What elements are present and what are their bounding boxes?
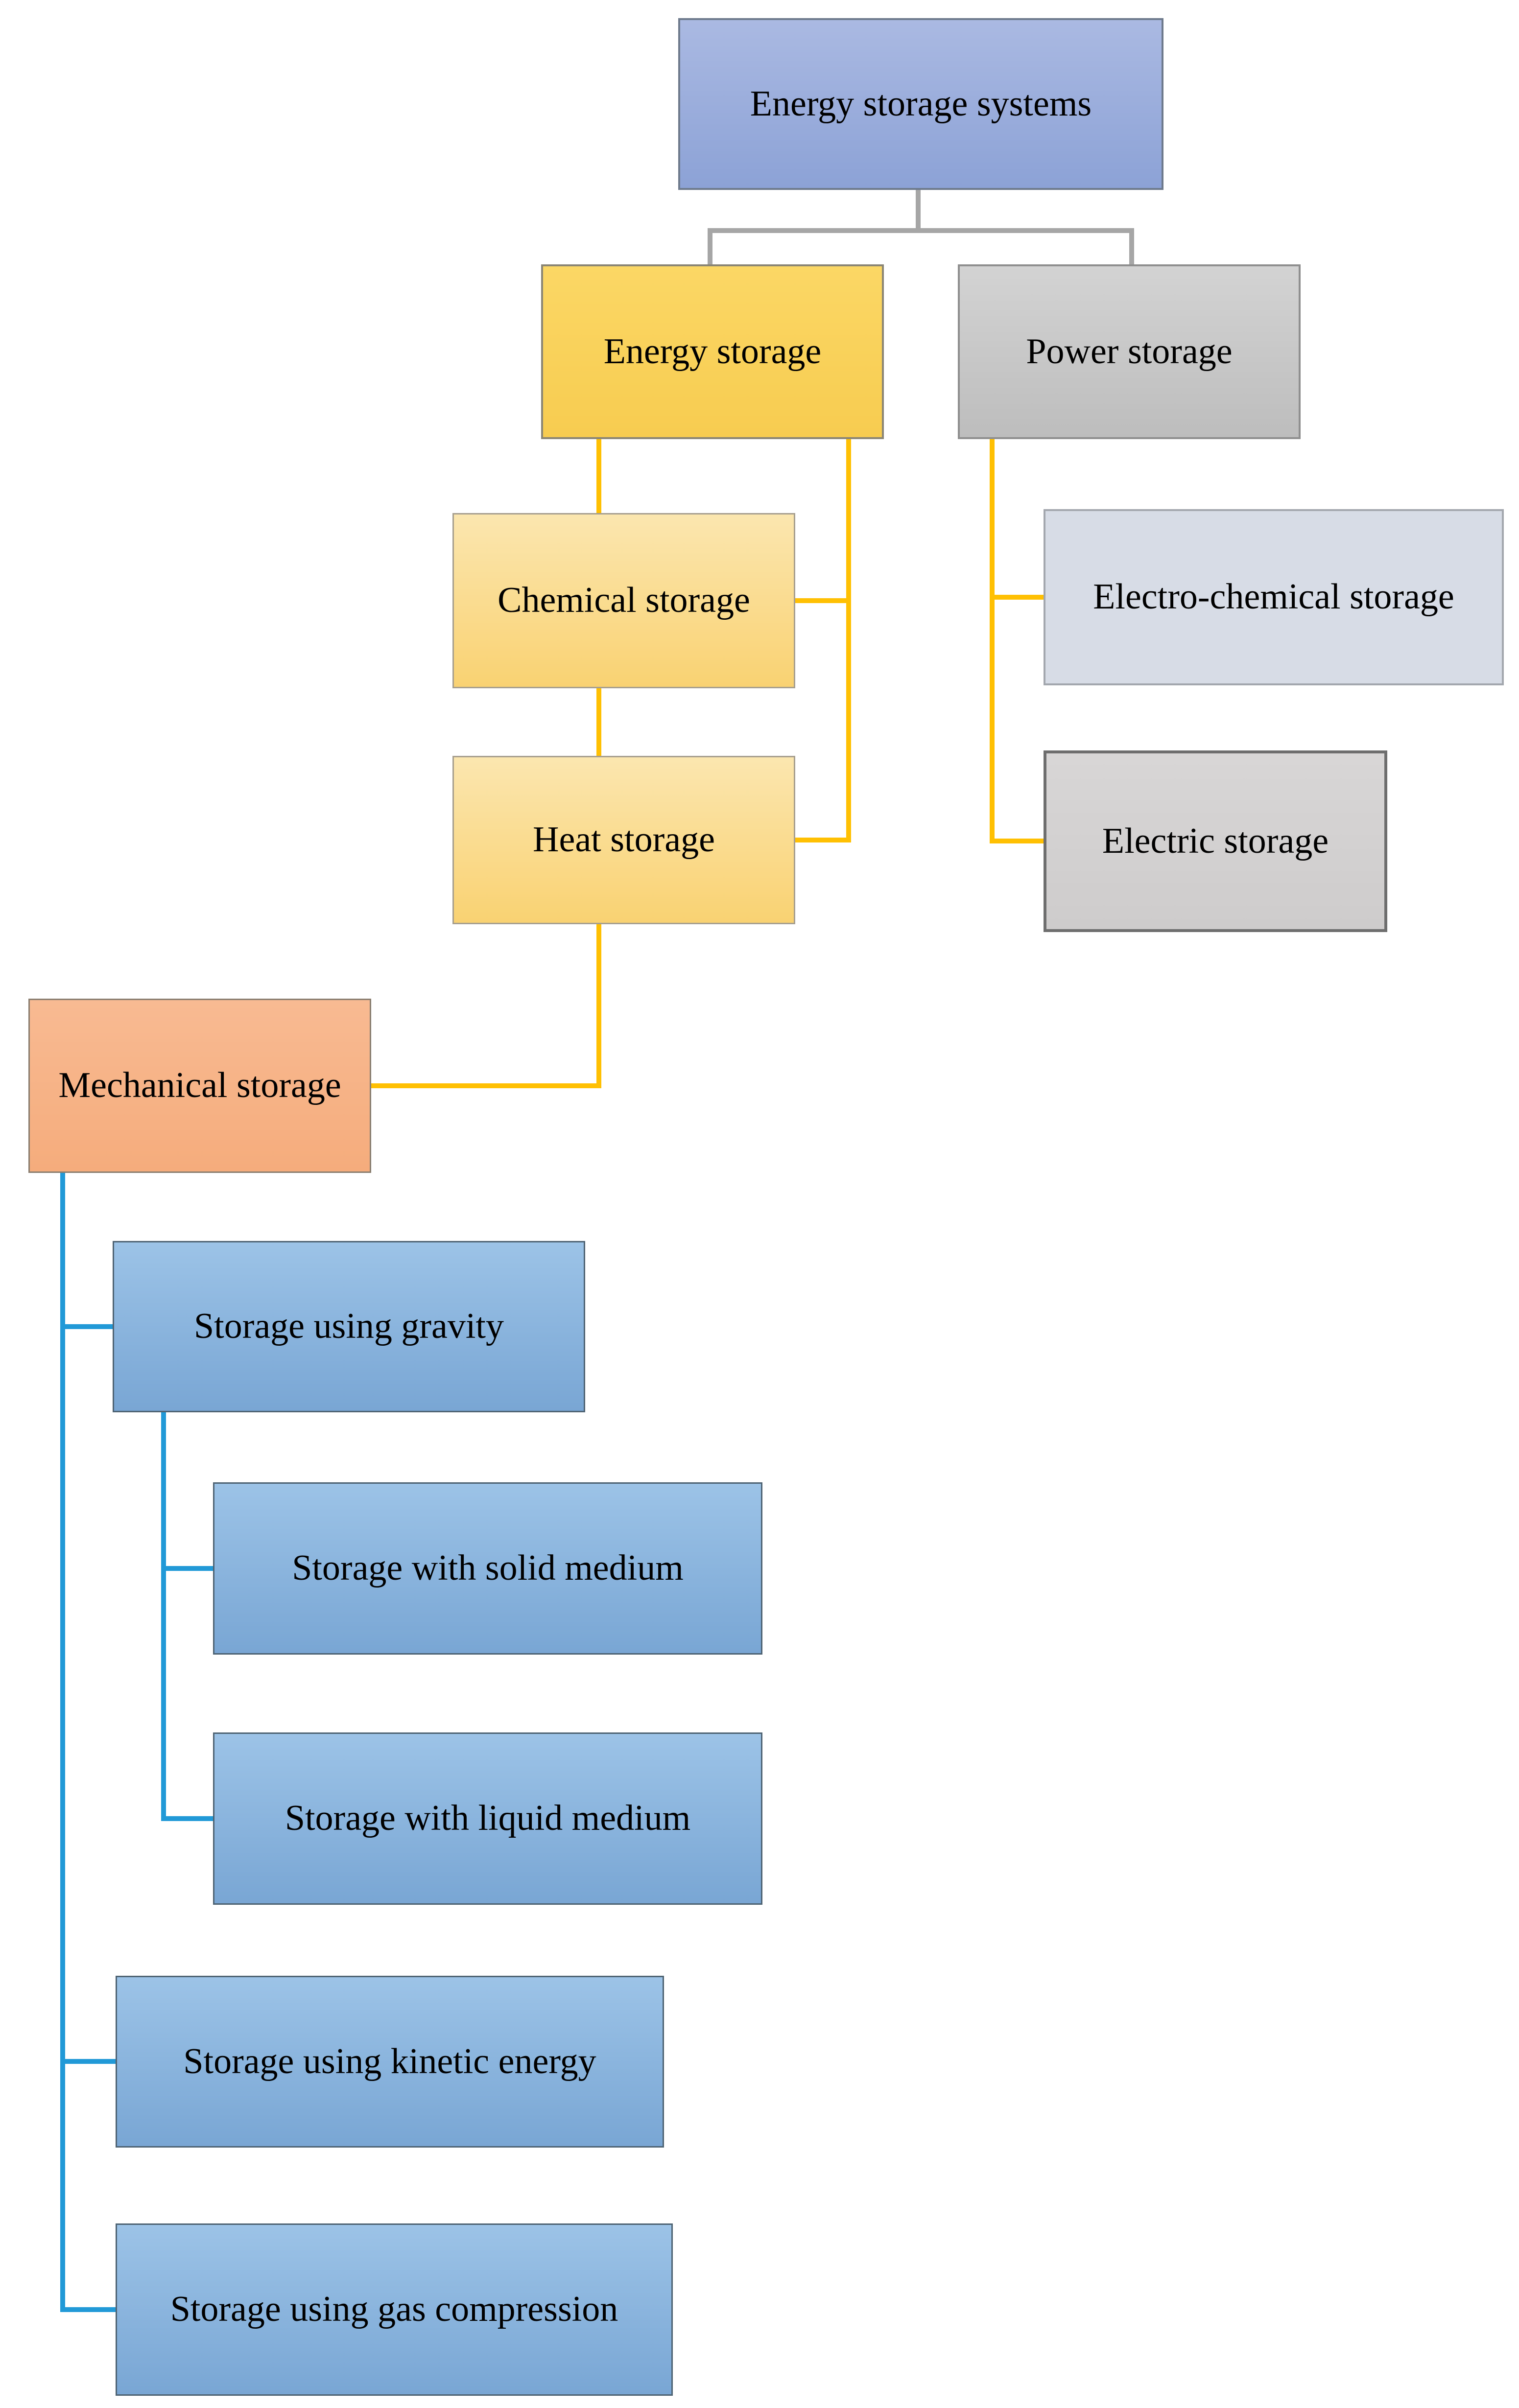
node-chemical-storage: Chemical storage [452, 513, 795, 688]
connector-root-to-power [1129, 228, 1134, 264]
node-mechanical-storage: Mechanical storage [28, 999, 371, 1173]
connector-power-to-electric-arm [992, 839, 1044, 843]
node-storage-with-liquid-medium: Storage with liquid medium [213, 1732, 762, 1905]
connector-energy-right-trunk [846, 439, 851, 842]
connector-trunk-to-gravity-arm [63, 1324, 113, 1329]
node-energy-storage: Energy storage [541, 264, 884, 439]
connector-energy-to-chemical [596, 439, 601, 513]
connector-trunk-to-chemical-arm [795, 598, 851, 603]
connector-gravity-trunk [161, 1412, 166, 1821]
node-storage-using-gravity: Storage using gravity [113, 1241, 585, 1412]
node-energy-storage-systems: Energy storage systems [678, 18, 1163, 190]
node-storage-using-kinetic-energy: Storage using kinetic energy [116, 1976, 664, 2148]
connector-root-crossbar [708, 228, 1134, 233]
node-electro-chemical-storage: Electro-chemical storage [1044, 509, 1504, 685]
connector-gravity-to-solid-arm [164, 1566, 213, 1571]
connector-trunk-to-gas-arm [63, 2307, 116, 2312]
node-power-storage: Power storage [958, 264, 1301, 439]
connector-heat-to-mechanical-stem [596, 924, 601, 1088]
connector-root-stem [916, 190, 921, 233]
connector-mechanical-trunk [60, 1173, 65, 2312]
connector-trunk-to-kinetic-arm [63, 2059, 116, 2064]
connector-trunk-to-heat-arm [795, 838, 851, 842]
node-heat-storage: Heat storage [452, 756, 795, 924]
connector-gravity-to-liquid-arm [164, 1816, 213, 1821]
node-storage-with-solid-medium: Storage with solid medium [213, 1482, 762, 1655]
connector-heat-to-mechanical-arm [371, 1083, 601, 1088]
connector-chemical-to-heat [596, 688, 601, 756]
node-storage-using-gas-compression: Storage using gas compression [116, 2223, 673, 2396]
node-electric-storage: Electric storage [1044, 750, 1387, 932]
connector-power-trunk [990, 439, 995, 843]
connector-root-to-energy [708, 228, 712, 264]
connector-power-to-electrochem-arm [992, 595, 1044, 600]
